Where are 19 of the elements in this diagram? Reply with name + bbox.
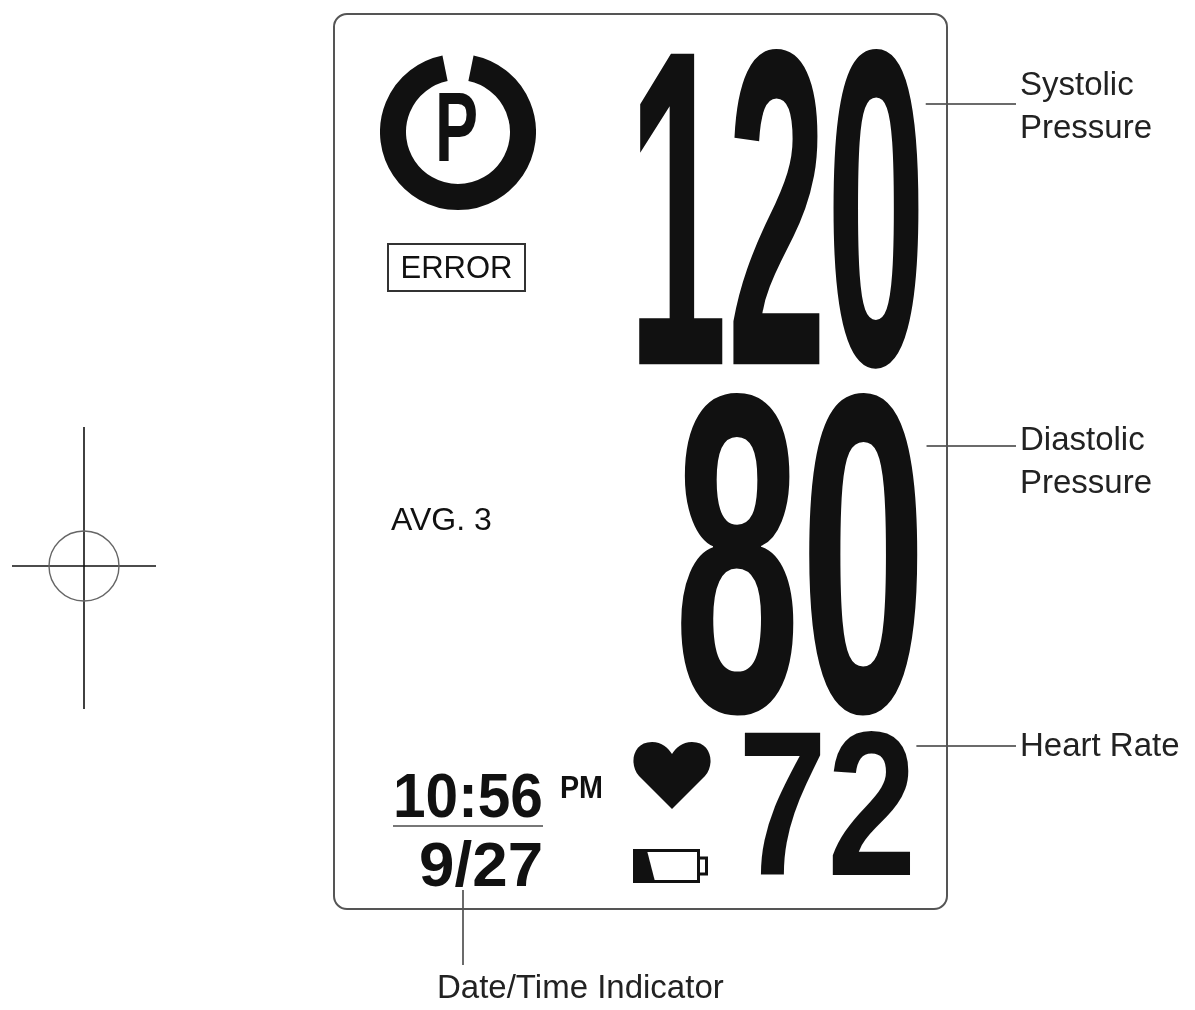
digit-readout: 72 bbox=[738, 730, 917, 878]
callout-label: Systolic Pressure bbox=[1016, 62, 1153, 148]
callout-label: Heart Rate bbox=[1016, 723, 1180, 766]
leader-line bbox=[925, 103, 1017, 105]
leader-line bbox=[462, 889, 464, 966]
period-indicator: PM bbox=[560, 775, 603, 798]
digit-readout: 80 bbox=[674, 390, 927, 718]
lcd-display-panel bbox=[333, 13, 948, 910]
error-indicator: ERROR bbox=[387, 243, 526, 292]
leader-line bbox=[915, 745, 1017, 747]
date-readout: 9/27 bbox=[419, 842, 544, 887]
callout-label: Diastolic Pressure bbox=[1016, 417, 1153, 503]
digit-readout: 120 bbox=[628, 46, 926, 371]
callout-label: Date/Time Indicator bbox=[433, 965, 724, 1008]
average-label: AVG. 3 bbox=[391, 503, 492, 535]
ring-indicator bbox=[380, 54, 536, 210]
leader-line bbox=[925, 445, 1017, 447]
time-readout: 10:56 bbox=[393, 772, 543, 818]
indicator-letter: P bbox=[435, 91, 479, 162]
